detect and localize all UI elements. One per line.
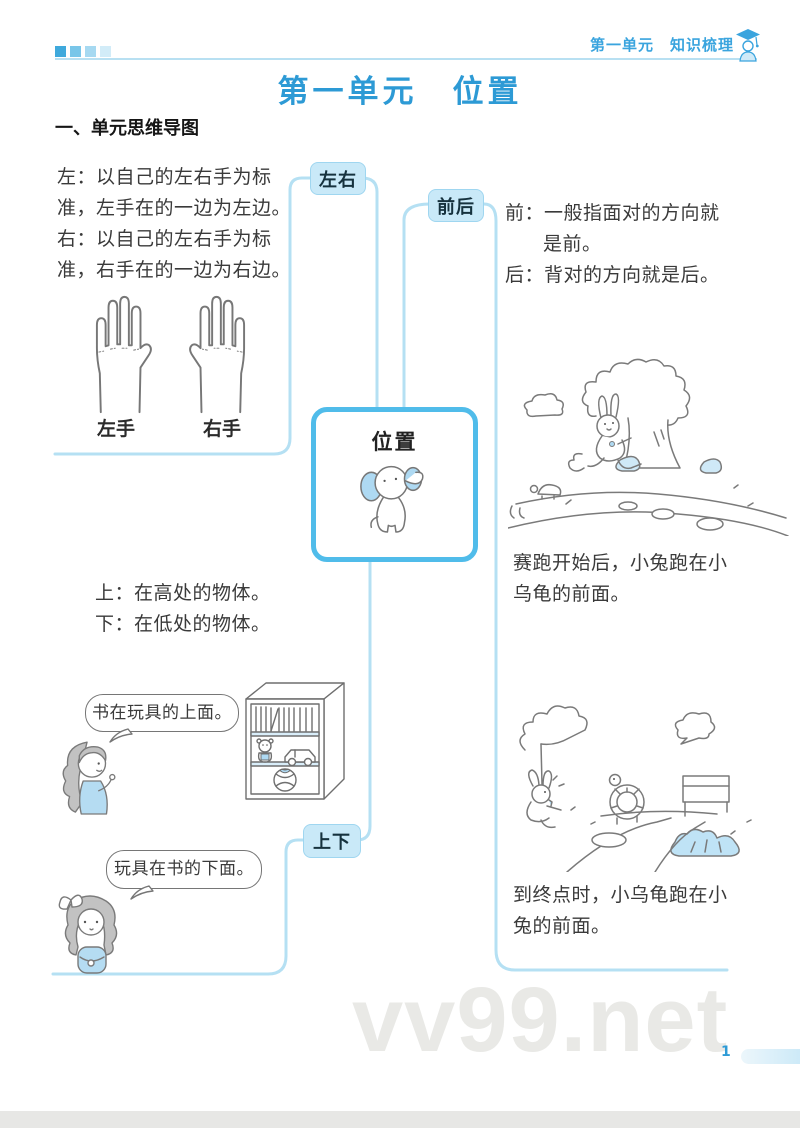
decor-square-icon: [85, 46, 96, 57]
front-back-definition: 前：一般指面对的方向就 是前。 后：背对的方向就是后。: [505, 198, 720, 291]
text-line: 到终点时，小乌龟跑在小: [513, 884, 728, 906]
bubble-text: 书在玩具的上面。: [92, 702, 232, 723]
text-line: 左：以自己的左右手为标: [57, 166, 272, 188]
race-start-caption: 赛跑开始后，小兔跑在小 乌龟的前面。: [513, 548, 728, 610]
hands-illustration: [95, 295, 246, 414]
girl-pointing-illustration: [62, 741, 116, 815]
watermark: vv99.net: [352, 969, 729, 1071]
up-down-definition: 上：在高处的物体。 下：在低处的物体。: [95, 578, 271, 640]
header-rule: [55, 58, 757, 60]
left-right-definition: 左：以自己的左右手为标 准，左手在的一边为左边。 右：以自己的左右手为标 准，右…: [57, 162, 291, 286]
text-line: 准，右手在的一边为右边。: [57, 259, 292, 281]
center-node-label: 位置: [371, 430, 418, 454]
race-finish-caption: 到终点时，小乌龟跑在小 兔的前面。: [513, 880, 728, 942]
page-number: 1: [721, 1044, 731, 1060]
badge-up-down: 上下: [303, 824, 361, 858]
decor-square-icon: [100, 46, 111, 57]
text-line: 后：背对的方向就是后。: [505, 264, 720, 286]
girl-bow-illustration: [58, 894, 118, 974]
text-line: 准，左手在的一边为左边。: [57, 197, 292, 219]
decor-square-icon: [70, 46, 81, 57]
left-hand-label: 左手: [97, 418, 136, 440]
race-finish-illustration: [519, 705, 752, 872]
bubble-tail-icon: [130, 885, 154, 900]
text-line: 右：以自己的左右手为标: [57, 228, 272, 250]
section-heading: 一、单元思维导图: [55, 118, 199, 139]
text-line: 下：在低处的物体。: [95, 613, 271, 635]
page-title: 第一单元 位置: [277, 74, 523, 110]
mindmap-center-node: 位置: [311, 407, 478, 562]
race-start-illustration: [508, 358, 789, 536]
badge-left-right: 左右: [310, 162, 366, 195]
bubble-text: 玩具在书的下面。: [114, 859, 254, 879]
bookshelf-illustration: [245, 682, 345, 800]
text-line: 赛跑开始后，小兔跑在小: [513, 552, 728, 574]
speech-bubble-bottom: 玩具在书的下面。: [106, 850, 262, 900]
bubble-tail-icon: [109, 728, 133, 743]
text-line: 上：在高处的物体。: [95, 582, 271, 604]
text-line: 乌龟的前面。: [513, 583, 631, 605]
text-line: 是前。: [543, 233, 602, 255]
elephant-icon: [359, 465, 424, 533]
right-hand-label: 右手: [203, 418, 242, 440]
text-line: 前：一般指面对的方向就: [505, 202, 720, 224]
page-edge-strip: [0, 1111, 800, 1128]
speech-bubble-top: 书在玩具的上面。: [85, 694, 239, 743]
badge-front-back: 前后: [428, 189, 484, 222]
decor-square-icon: [55, 46, 66, 57]
page-number-bar: [741, 1049, 800, 1064]
text-line: 兔的前面。: [513, 915, 611, 937]
mascot-graduation-icon: [736, 29, 760, 62]
header-unit-label: 第一单元 知识梳理: [589, 36, 734, 54]
